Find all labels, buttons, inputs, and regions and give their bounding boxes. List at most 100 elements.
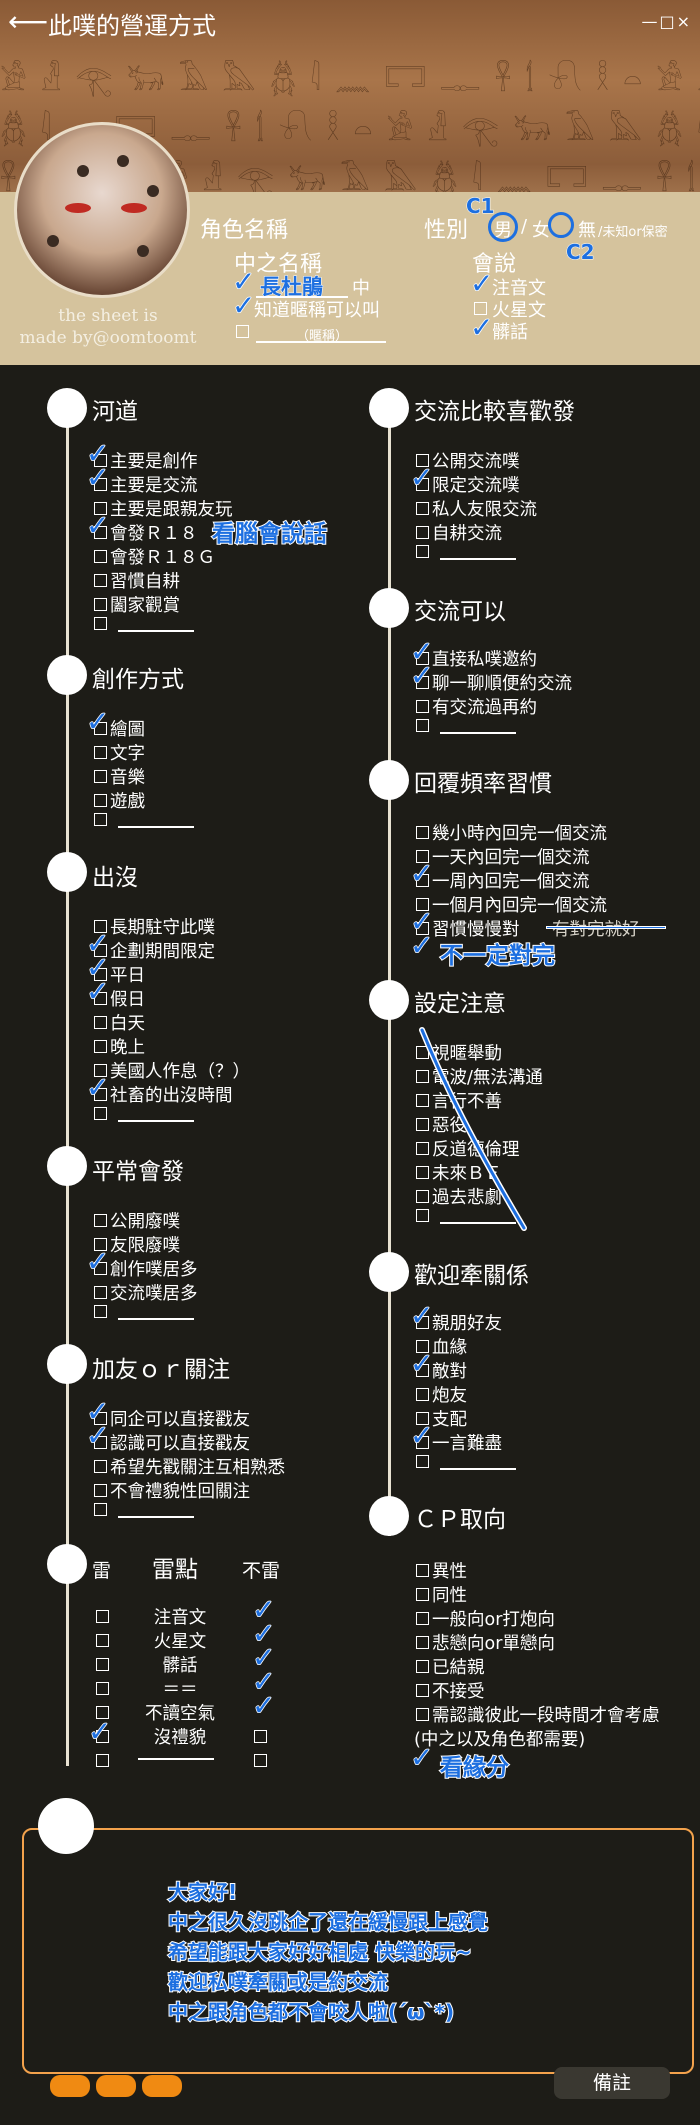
list-item[interactable]: 友限廢噗 xyxy=(94,1232,180,1257)
list-item[interactable]: 音樂 xyxy=(94,764,145,789)
checkbox[interactable] xyxy=(94,478,107,491)
checkbox[interactable] xyxy=(94,598,107,611)
list-item[interactable]: 惡役 xyxy=(416,1112,467,1137)
checkbox[interactable] xyxy=(416,1436,429,1449)
checkbox[interactable] xyxy=(416,1636,429,1649)
checkbox[interactable] xyxy=(94,1214,107,1227)
checkbox[interactable] xyxy=(94,526,107,539)
note-button[interactable]: 備註 xyxy=(554,2067,670,2099)
checkbox[interactable] xyxy=(94,574,107,587)
checkbox[interactable] xyxy=(94,968,107,981)
list-item[interactable]: 會發Ｒ１８Ｇ xyxy=(94,544,215,569)
checkbox[interactable] xyxy=(94,1436,107,1449)
checkbox[interactable] xyxy=(416,1142,429,1155)
checkbox[interactable] xyxy=(416,898,429,911)
checkbox[interactable] xyxy=(94,454,107,467)
page-indicator-pill[interactable] xyxy=(142,2075,182,2097)
list-item[interactable]: 社畜的出沒時間 xyxy=(94,1082,233,1107)
checkbox[interactable] xyxy=(94,1238,107,1251)
arrow-left-icon[interactable]: ⟵ xyxy=(8,5,49,38)
checkbox[interactable] xyxy=(416,719,429,733)
checkbox[interactable] xyxy=(94,1016,107,1029)
list-item[interactable]: 親朋好友 xyxy=(416,1310,502,1335)
checkbox[interactable] xyxy=(94,992,107,1005)
list-item[interactable]: 公開交流噗 xyxy=(416,448,520,473)
list-item[interactable]: 需認識彼此一段時間才會考慮 xyxy=(416,1702,660,1727)
checkbox[interactable] xyxy=(94,1484,107,1497)
list-item[interactable]: 希望先戳關注互相熟悉 xyxy=(94,1454,285,1479)
checkbox[interactable] xyxy=(416,1412,429,1425)
list-item-blank[interactable] xyxy=(416,718,516,734)
checkbox[interactable] xyxy=(94,944,107,957)
checkbox[interactable] xyxy=(416,1708,429,1721)
checkbox[interactable] xyxy=(96,1730,109,1743)
checkbox[interactable] xyxy=(94,794,107,807)
checkbox[interactable] xyxy=(94,1040,107,1053)
list-item[interactable]: 限定交流噗 xyxy=(416,472,520,497)
checkbox[interactable] xyxy=(416,526,429,539)
checkbox[interactable] xyxy=(94,1107,107,1121)
checkbox[interactable] xyxy=(254,1730,267,1743)
list-item-blank[interactable] xyxy=(416,1208,516,1224)
list-item[interactable]: 直接私噗邀約 xyxy=(416,646,537,671)
checkbox[interactable] xyxy=(416,1190,429,1203)
checkbox[interactable] xyxy=(96,1682,109,1695)
checkbox[interactable] xyxy=(416,652,429,665)
checkbox[interactable] xyxy=(94,770,107,783)
list-item[interactable]: 一言難盡 xyxy=(416,1430,502,1455)
checkbox[interactable] xyxy=(416,1166,429,1179)
checkbox[interactable] xyxy=(416,1316,429,1329)
checkbox[interactable] xyxy=(416,1612,429,1625)
checkbox[interactable] xyxy=(416,478,429,491)
list-item[interactable]: 電波/無法溝通 xyxy=(416,1064,543,1089)
list-item[interactable]: 血緣 xyxy=(416,1334,467,1359)
gender-unknown[interactable]: /未知or保密 xyxy=(598,225,668,240)
checkbox[interactable] xyxy=(96,1706,109,1719)
list-item[interactable]: 遊戲 xyxy=(94,788,145,813)
checkbox[interactable] xyxy=(416,700,429,713)
list-item[interactable]: 文字 xyxy=(94,740,145,765)
checkbox[interactable] xyxy=(416,1340,429,1353)
checkbox[interactable] xyxy=(94,550,107,563)
list-item[interactable]: 創作噗居多 xyxy=(94,1256,198,1281)
gender-female[interactable]: 女 xyxy=(532,220,550,241)
list-item-blank[interactable] xyxy=(94,1304,194,1320)
checkbox[interactable] xyxy=(416,922,429,935)
checkbox[interactable] xyxy=(416,1564,429,1577)
list-item[interactable]: 有交流過再約 xyxy=(416,694,537,719)
checkbox[interactable] xyxy=(94,1286,107,1299)
list-item[interactable]: 幾小時內回完一個交流 xyxy=(416,820,607,845)
checkbox[interactable] xyxy=(416,502,429,515)
list-item[interactable]: 主要是交流 xyxy=(94,472,198,497)
list-item[interactable]: 異性 xyxy=(416,1558,467,1583)
checkbox[interactable] xyxy=(96,1754,109,1767)
list-item[interactable]: 交流噗居多 xyxy=(94,1280,198,1305)
list-item[interactable]: 習慣慢慢對 xyxy=(416,916,520,941)
checkbox[interactable] xyxy=(94,920,107,933)
checkbox[interactable] xyxy=(94,813,107,827)
list-item[interactable]: 不接受 xyxy=(416,1678,485,1703)
list-item[interactable]: 不會禮貌性回關注 xyxy=(94,1478,250,1503)
page-indicator-pill[interactable] xyxy=(96,2075,136,2097)
list-item[interactable]: 主要是創作 xyxy=(94,448,198,473)
checkbox[interactable] xyxy=(474,302,487,315)
list-item-blank[interactable] xyxy=(94,1502,194,1518)
list-item-blank[interactable] xyxy=(94,812,194,828)
checkbox[interactable] xyxy=(416,676,429,689)
list-item[interactable]: 過去悲劇 xyxy=(416,1184,502,1209)
checkbox[interactable] xyxy=(416,545,429,559)
list-item[interactable]: 企劃期間限定 xyxy=(94,938,215,963)
checkbox[interactable] xyxy=(416,1070,429,1083)
list-item[interactable]: 一般向or打炮向 xyxy=(416,1606,555,1631)
checkbox[interactable] xyxy=(96,1634,109,1647)
checkbox[interactable] xyxy=(96,1658,109,1671)
list-item[interactable]: 繪圖 xyxy=(94,716,145,741)
checkbox[interactable] xyxy=(94,1262,107,1275)
checkbox[interactable] xyxy=(94,1064,107,1077)
list-item[interactable]: 敵對 xyxy=(416,1358,467,1383)
checkbox[interactable] xyxy=(416,1684,429,1697)
checkbox[interactable] xyxy=(96,1610,109,1623)
list-item[interactable]: 反道德倫理 xyxy=(416,1136,520,1161)
checkbox[interactable] xyxy=(94,1503,107,1517)
list-item[interactable]: 晚上 xyxy=(94,1034,145,1059)
